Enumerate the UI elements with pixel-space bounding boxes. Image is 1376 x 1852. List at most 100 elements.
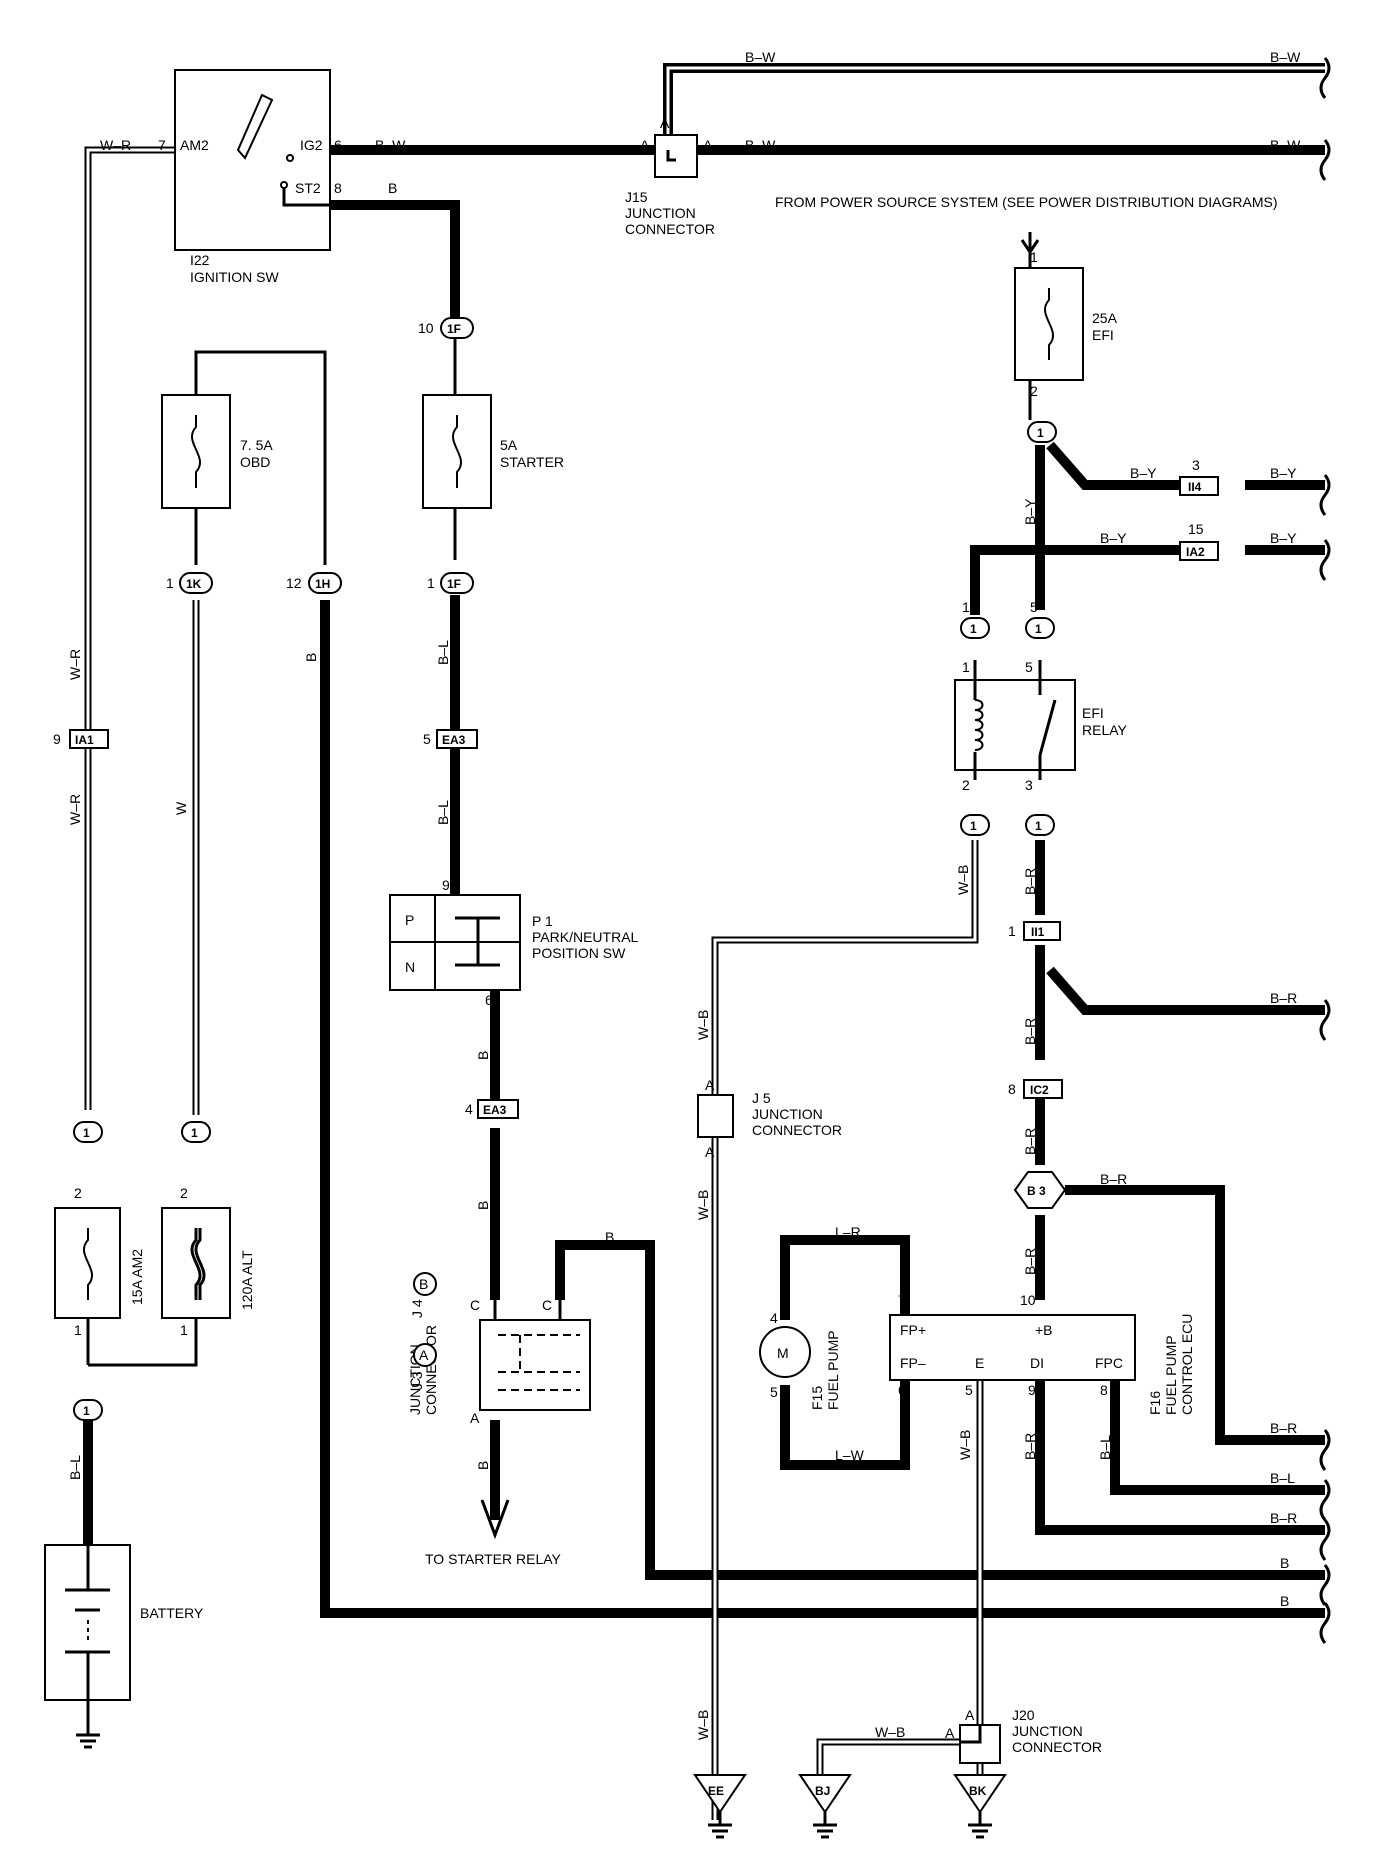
connector-ia2-pin: 15 <box>1188 521 1204 537</box>
connector-pills: 1F 10 1K 1 1H 12 1F 1 IA1 9 EA3 5 <box>53 317 1219 1421</box>
ecu-fp-plus: FP+ <box>900 1322 926 1338</box>
connector-1f-bottom-label: 1F <box>447 577 461 591</box>
j20-bridge <box>960 1725 982 1744</box>
wire-label: B–R <box>1022 1433 1038 1460</box>
efi-pin-1: 1 <box>1030 249 1038 265</box>
oval-label: 1 <box>1037 426 1044 440</box>
neutral-label: N <box>405 959 415 975</box>
j15-line1: JUNCTION <box>625 205 696 221</box>
wire-label: B–R <box>1270 990 1297 1006</box>
fuse-icon <box>451 415 463 488</box>
efi-relay-line1: EFI <box>1082 705 1104 721</box>
connector-1k-body <box>179 572 213 594</box>
wires <box>83 63 1325 1820</box>
ground-bj-triangle-icon <box>798 1774 852 1814</box>
connector-1k: 1K 1 <box>166 572 213 594</box>
j3-j4-junction-connector: JUNCTION CONNECTOR C C A B J 4 A J 3 <box>407 1272 591 1426</box>
wire-label: L–R <box>835 1224 861 1240</box>
connector-1f-bottom: 1F 1 <box>427 572 474 594</box>
wire-w-b-inner <box>713 840 977 1820</box>
j15-pin-a-top: A <box>660 115 670 131</box>
ecu-di: DI <box>1030 1355 1044 1371</box>
starter-fuse: 5A STARTER <box>422 394 564 509</box>
connector-ia1-label: IA1 <box>75 733 94 747</box>
termination-mark <box>1319 1519 1331 1561</box>
b3-label: B 3 <box>1027 1184 1046 1198</box>
j5-body <box>697 1094 734 1138</box>
termination-mark <box>1319 139 1331 181</box>
connector-ea3-top: EA3 5 <box>423 729 478 749</box>
oval-label: 1 <box>83 1126 90 1140</box>
wire-label: B <box>388 180 397 196</box>
wire-label: B–L <box>435 800 451 825</box>
wire-color-labels: B–W B–W B–W B–W B–W W–R B W–R W–R W B B–… <box>67 49 1301 1740</box>
j20-junction-connector: A A J20 JUNCTION CONNECTOR <box>945 1707 1102 1764</box>
wire-label: B–L <box>1270 1470 1295 1486</box>
connector-ii1: II1 1 <box>1008 921 1061 941</box>
j3-j4-internal-links <box>498 1334 580 1391</box>
pin-label: 2 <box>180 1185 188 1201</box>
wire-b-r-branch <box>1046 966 1325 1015</box>
wire-b-w-top-inner <box>666 66 1325 150</box>
fp-pin-4: 4 <box>770 1310 778 1326</box>
to-starter-relay-label: TO STARTER RELAY <box>425 1551 562 1567</box>
j5-line1: JUNCTION <box>752 1106 823 1122</box>
ground-symbol-icon <box>968 1812 992 1839</box>
alt-fuse-label: 120A ALT <box>239 1250 255 1310</box>
connector-1h: 1H 12 <box>286 572 342 594</box>
ecu-id: F16 <box>1147 1391 1163 1415</box>
efi-fuse-name: EFI <box>1092 327 1114 343</box>
j3-j4-leads <box>493 1300 562 1320</box>
ignition-switch: AM2 IG2 ST2 7 6 8 I22 IGNITION SW <box>158 69 342 285</box>
oval-body <box>960 617 990 639</box>
am2-fuse: 15A AM2 <box>54 1207 145 1319</box>
fuse-icon <box>190 415 202 488</box>
ground-battery <box>76 1733 100 1749</box>
wire-label: B–R <box>1022 1128 1038 1155</box>
motor-icon <box>759 1326 811 1378</box>
oval-body <box>181 1121 211 1143</box>
pin-8-label: 8 <box>334 180 342 196</box>
connector-1h-body <box>308 572 342 594</box>
connector-1h-label: 1H <box>315 577 330 591</box>
fuel-pump-control-ecu: FP+ +B FP– E DI FPC 7 10 6 5 9 8 F16 FUE… <box>889 1292 1195 1415</box>
fuel-pump-name: FUEL PUMP <box>825 1330 841 1410</box>
wire-label: B–Y <box>1130 465 1157 481</box>
wire-obd-feed <box>194 350 327 565</box>
ground-bk: BK <box>953 1774 1007 1839</box>
j3-j4-body <box>479 1319 591 1411</box>
wire-label: W–B <box>875 1724 905 1740</box>
obd-fuse-rating: 7. 5A <box>240 437 273 453</box>
connector-1f-top-label: 1F <box>447 322 461 336</box>
oval-connector-relay-out-3: 1 <box>1025 814 1055 836</box>
wire-label: L–W <box>835 1447 865 1463</box>
j3-a-label: A <box>419 1347 429 1363</box>
wire-w-b-bj <box>816 1738 960 1775</box>
starter-fuse-rating: 5A <box>500 437 518 453</box>
pn-line2: POSITION SW <box>532 945 626 961</box>
ecu-fp-minus: FP– <box>900 1355 926 1371</box>
connector-ia2-label: IA2 <box>1186 545 1205 559</box>
power-source-note: FROM POWER SOURCE SYSTEM (SEE POWER DIST… <box>775 194 1277 210</box>
wire-label: W–R <box>67 649 83 680</box>
connector-ea3-bottom-label: EA3 <box>483 1103 507 1117</box>
oval-body <box>1025 617 1055 639</box>
wire-label: B–W <box>375 137 406 153</box>
connector-ic2: IC2 8 <box>1008 1079 1063 1099</box>
b3-hex-icon <box>1013 1171 1067 1209</box>
wire-label: B–Y <box>1270 530 1297 546</box>
wire-b-r-di <box>1035 1380 1325 1535</box>
connector-ea3-top-pin: 5 <box>423 731 431 747</box>
wire-b-y-ii4 <box>1046 441 1180 490</box>
connector-ic2-body <box>1023 1079 1063 1099</box>
ground-symbol-icon <box>708 1812 732 1839</box>
j3-circle-icon <box>413 1343 437 1367</box>
j20-line2: CONNECTOR <box>1012 1739 1102 1755</box>
efi-relay-line2: RELAY <box>1082 722 1128 738</box>
ecu-line1: FUEL PUMP <box>1163 1335 1179 1415</box>
ground-ee-triangle-icon <box>693 1774 747 1814</box>
j4-b-label: B <box>419 1276 428 1292</box>
connector-ic2-pin: 8 <box>1008 1081 1016 1097</box>
termination-mark <box>1319 539 1331 581</box>
